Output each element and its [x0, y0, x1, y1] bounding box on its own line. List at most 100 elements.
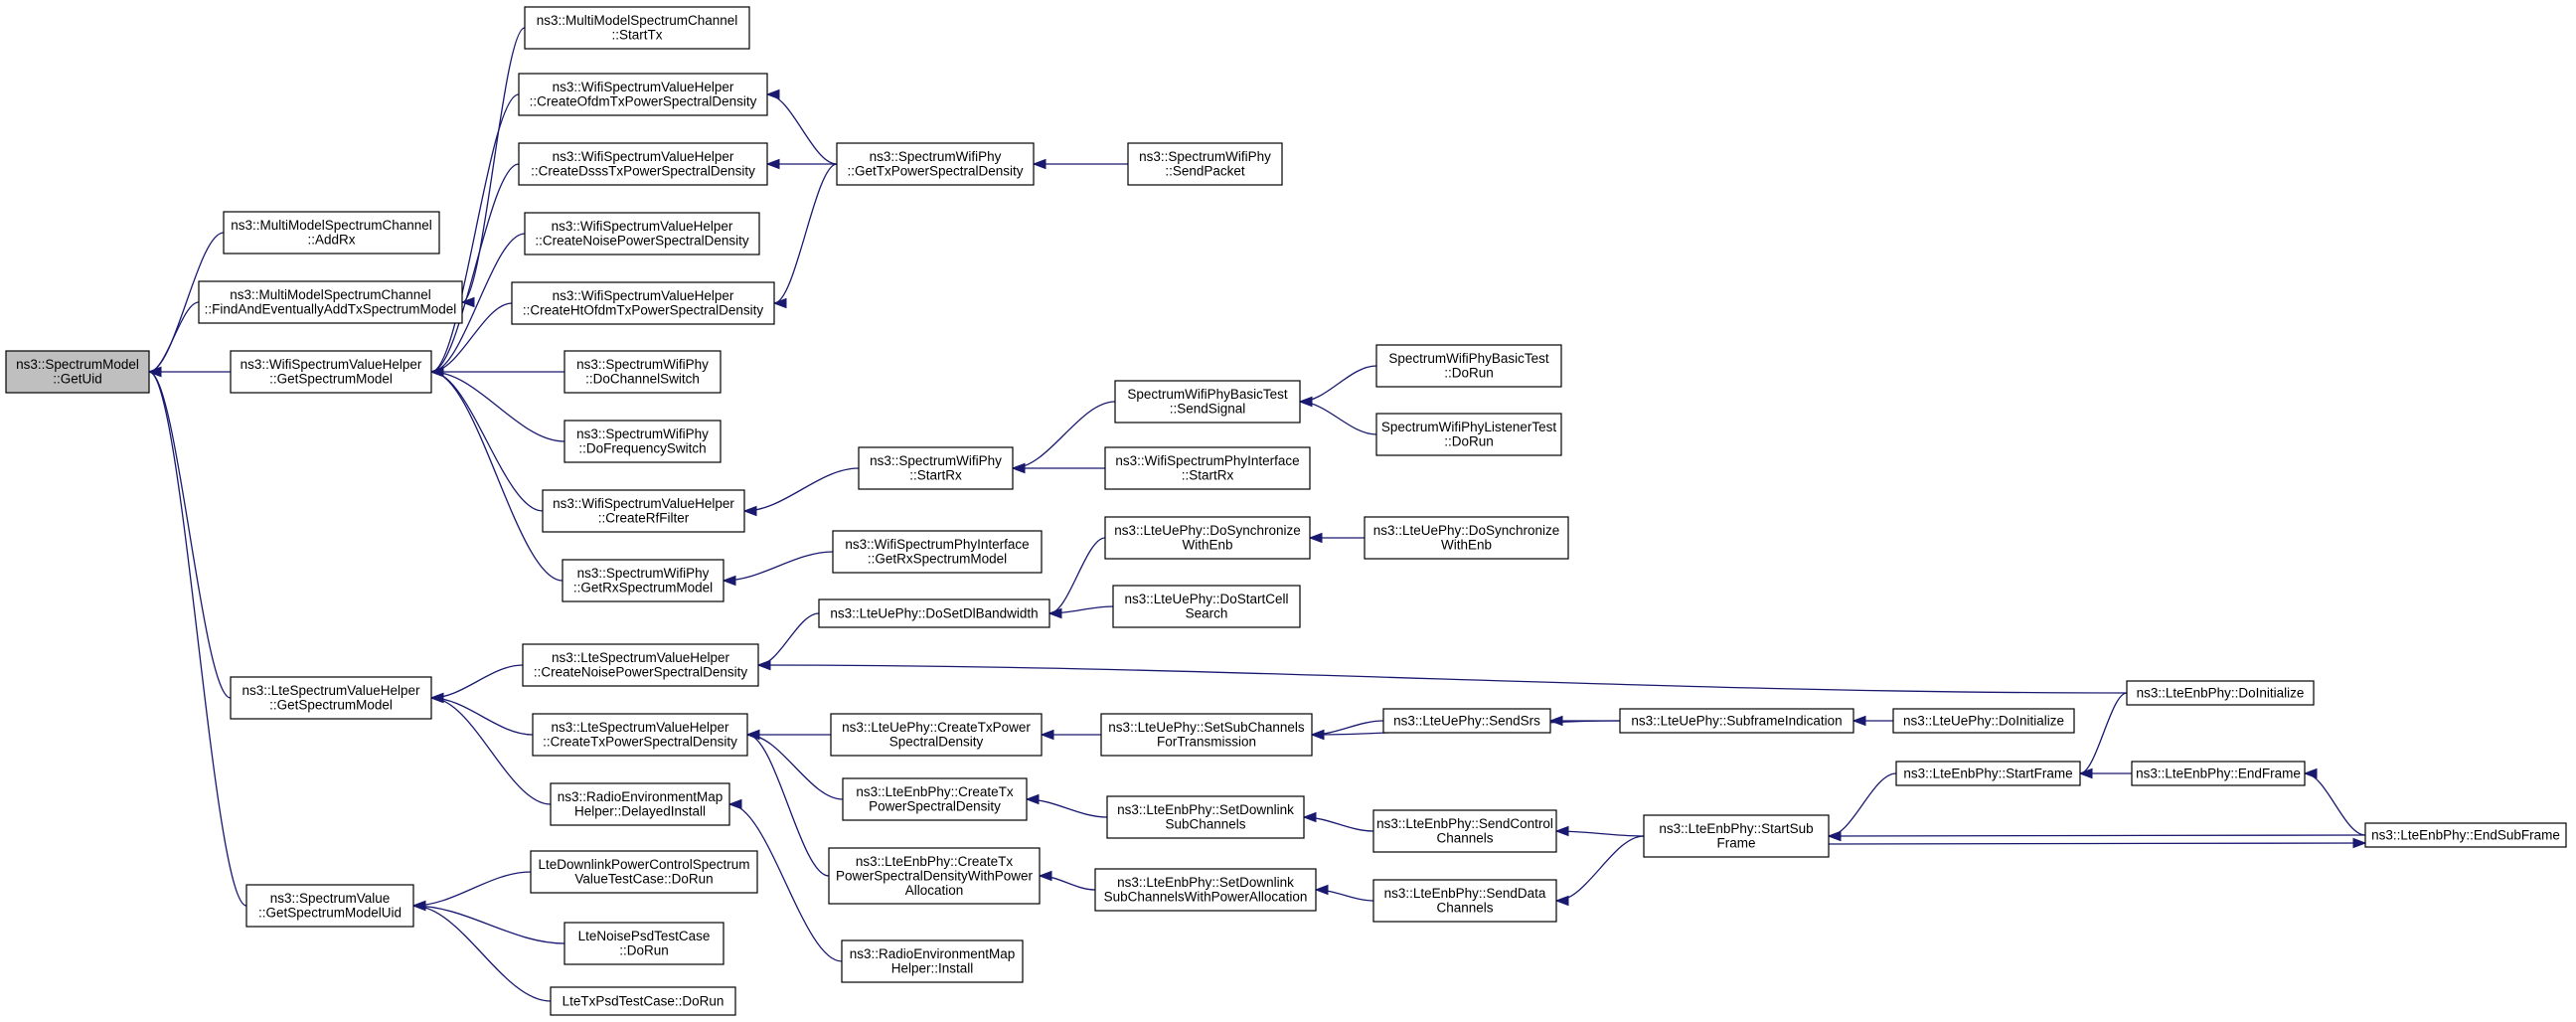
node-label-line: ns3::LteSpectrumValueHelper — [552, 650, 730, 665]
node-label-line: ns3::LteEnbPhy::CreateTx — [856, 784, 1014, 799]
edge-line — [430, 371, 565, 442]
arrowhead-icon — [1047, 607, 1062, 619]
node-box — [522, 643, 759, 687]
arrowhead-icon — [2303, 767, 2318, 779]
node-swp_dofreq[interactable]: ns3::SpectrumWifiPhy::DoFrequencySwitch — [564, 420, 722, 463]
node-wsvh_noise[interactable]: ns3::WifiSpectrumValueHelper::CreateNois… — [524, 212, 760, 256]
edge-lup_doinit-to-lup_subframe — [1852, 715, 1894, 727]
node-swp_startrx[interactable]: ns3::SpectrumWifiPhy::StartRx — [858, 446, 1014, 490]
node-wspi_startrx[interactable]: ns3::WifiSpectrumPhyInterface::StartRx — [1104, 446, 1311, 490]
node-lup_createtx[interactable]: ns3::LteUePhy::CreateTxPowerSpectralDens… — [830, 713, 1043, 757]
node-swpbt_sendsig[interactable]: SpectrumWifiPhyBasicTest::SendSignal — [1114, 380, 1301, 424]
node-sv_getsmuid[interactable]: ns3::SpectrumValue::GetSpectrumModelUid — [245, 884, 414, 928]
edge-line — [1012, 401, 1116, 469]
node-getuid[interactable]: ns3::SpectrumModel::GetUid — [5, 350, 150, 394]
node-lup_doinit[interactable]: ns3::LteUePhy::DoInitialize — [1892, 708, 2075, 734]
node-box — [1895, 761, 2081, 786]
node-lsvh_getsm[interactable]: ns3::LteSpectrumValueHelper::GetSpectrum… — [230, 676, 432, 720]
edge-lep_senddata-to-lep_setdlpa — [1314, 884, 1374, 902]
node-label-line: SpectrumWifiPhyBasicTest — [1127, 387, 1288, 402]
node-wsvh_dsss[interactable]: ns3::WifiSpectrumValueHelper::CreateDsss… — [518, 142, 768, 186]
node-swplt_dorun[interactable]: SpectrumWifiPhyListenerTest::DoRun — [1375, 413, 1562, 456]
node-lup_sendsrs[interactable]: ns3::LteUePhy::SendSrs — [1382, 708, 1551, 734]
edge-lup_dosync1-to-lup_dosetdl — [1047, 537, 1106, 619]
node-label-line: SubChannelsWithPowerAllocation — [1104, 890, 1308, 905]
node-label-line: ::StartRx — [1182, 468, 1234, 483]
edge-lep_startsub-to-lep_senddata — [1554, 835, 1645, 907]
edge-lep_doinit-to-lep_startframe — [2078, 692, 2128, 779]
node-swp_gettx[interactable]: ns3::SpectrumWifiPhy::GetTxPowerSpectral… — [836, 142, 1035, 186]
arrowhead-icon — [1025, 793, 1040, 805]
node-swp_dochan[interactable]: ns3::SpectrumWifiPhy::DoChannelSwitch — [564, 350, 722, 394]
edge-rem_delayed-to-lsvh_getsm — [429, 692, 552, 805]
node-label-line: ns3::SpectrumWifiPhy — [870, 453, 1002, 468]
edge-line — [766, 93, 838, 165]
node-wsvh_ht[interactable]: ns3::WifiSpectrumValueHelper::CreateHtOf… — [511, 281, 775, 325]
edge-lup_setsub-to-lup_createtx — [1040, 729, 1101, 741]
node-wsvh_rf[interactable]: ns3::WifiSpectrumValueHelper::CreateRfFi… — [542, 489, 745, 533]
node-lep_setdlpa[interactable]: ns3::LteEnbPhy::SetDownlinkSubChannelsWi… — [1094, 868, 1317, 912]
node-lsvh_tx[interactable]: ns3::LteSpectrumValueHelper::CreateTxPow… — [532, 713, 748, 757]
arrowhead-icon — [765, 88, 780, 100]
node-lep_doinit[interactable]: ns3::LteEnbPhy::DoInitialize — [2126, 680, 2315, 706]
node-mm_addrx[interactable]: ns3::MultiModelSpectrumChannel::AddRx — [223, 211, 440, 255]
node-lsvh_noise[interactable]: ns3::LteSpectrumValueHelper::CreateNoise… — [522, 643, 759, 687]
node-label-line: ns3::SpectrumValue — [270, 891, 391, 906]
node-lup_dosetdl[interactable]: ns3::LteUePhy::DoSetDlBandwidth — [818, 598, 1050, 628]
node-box — [1094, 868, 1317, 912]
node-label-line: ::DoRun — [1444, 366, 1494, 381]
node-swp_getrx[interactable]: ns3::SpectrumWifiPhy::GetRxSpectrumModel — [562, 559, 724, 602]
node-label-line: SpectralDensity — [889, 735, 984, 750]
edge-lep_startsub-to-lep_sendctrl — [1554, 825, 1645, 837]
node-ltenoise_dorun[interactable]: LteNoisePsdTestCase::DoRun — [564, 922, 724, 965]
arrowhead-icon — [756, 659, 771, 671]
node-label-line: ValueTestCase::DoRun — [574, 872, 713, 887]
node-lep_endframe[interactable]: ns3::LteEnbPhy::EndFrame — [2131, 761, 2306, 786]
node-label-line: ::StartTx — [611, 28, 662, 43]
node-label-line: ns3::LteSpectrumValueHelper — [551, 720, 729, 735]
node-label-line: ns3::MultiModelSpectrumChannel — [537, 13, 738, 28]
node-box — [518, 73, 768, 116]
node-box — [1106, 795, 1305, 839]
node-swp_sendpkt[interactable]: ns3::SpectrumWifiPhy::SendPacket — [1127, 142, 1283, 186]
node-wsvh_getsm[interactable]: ns3::WifiSpectrumValueHelper::GetSpectru… — [230, 350, 432, 394]
node-ltetx_dorun[interactable]: LteTxPsdTestCase::DoRun — [550, 986, 736, 1016]
node-wspi_getrx[interactable]: ns3::WifiSpectrumPhyInterface::GetRxSpec… — [832, 530, 1043, 574]
edge-swp_gettx-to-wsvh_ofdm — [765, 88, 838, 165]
node-mm_starttx[interactable]: ns3::MultiModelSpectrumChannel::StartTx — [524, 6, 750, 50]
node-label-line: ns3::LteUePhy::SubframeIndication — [1631, 713, 1842, 728]
node-lep_createtxpa[interactable]: ns3::LteEnbPhy::CreateTxPowerSpectralDen… — [828, 847, 1041, 905]
node-label-line: ForTransmission — [1157, 735, 1256, 750]
node-lup_setsub[interactable]: ns3::LteUePhy::SetSubChannelsForTransmis… — [1100, 713, 1313, 757]
node-label-line: ns3::RadioEnvironmentMap — [558, 789, 724, 804]
node-lep_createtx[interactable]: ns3::LteEnbPhy::CreateTxPowerSpectralDen… — [842, 777, 1028, 821]
node-wsvh_ofdm[interactable]: ns3::WifiSpectrumValueHelper::CreateOfdm… — [518, 73, 768, 116]
node-label-line: ns3::LteUePhy::DoSetDlBandwidth — [830, 605, 1038, 620]
node-label-line: WithEnb — [1182, 538, 1232, 553]
node-mm_find[interactable]: ns3::MultiModelSpectrumChannel::FindAndE… — [198, 280, 463, 324]
node-label-line: ::AddRx — [307, 233, 355, 248]
node-box — [830, 713, 1043, 757]
node-lup_subframe[interactable]: ns3::LteUePhy::SubframeIndication — [1619, 708, 1854, 734]
edge-lep_createtx-to-lsvh_tx — [745, 729, 844, 800]
arrowhead-icon — [2352, 837, 2367, 849]
node-label-line: ns3::WifiSpectrumValueHelper — [241, 357, 422, 372]
node-swpbt_dorun[interactable]: SpectrumWifiPhyBasicTest::DoRun — [1375, 344, 1562, 388]
node-label-line: Helper::Install — [891, 961, 974, 976]
node-lep_endsub[interactable]: ns3::LteEnbPhy::EndSubFrame — [2364, 822, 2567, 848]
node-rem_delayed[interactable]: ns3::RadioEnvironmentMapHelper::DelayedI… — [550, 782, 730, 826]
node-label-line: ns3::LteUePhy::CreateTxPower — [842, 720, 1031, 735]
node-label-line: ::GetUid — [53, 372, 102, 387]
node-lep_startframe[interactable]: ns3::LteEnbPhy::StartFrame — [1895, 761, 2081, 786]
edge-lep_sendctrl-to-lep_setdl — [1302, 811, 1374, 832]
node-ltedl_dorun[interactable]: LteDownlinkPowerControlSpectrumValueTest… — [530, 850, 758, 894]
node-box — [245, 884, 414, 928]
